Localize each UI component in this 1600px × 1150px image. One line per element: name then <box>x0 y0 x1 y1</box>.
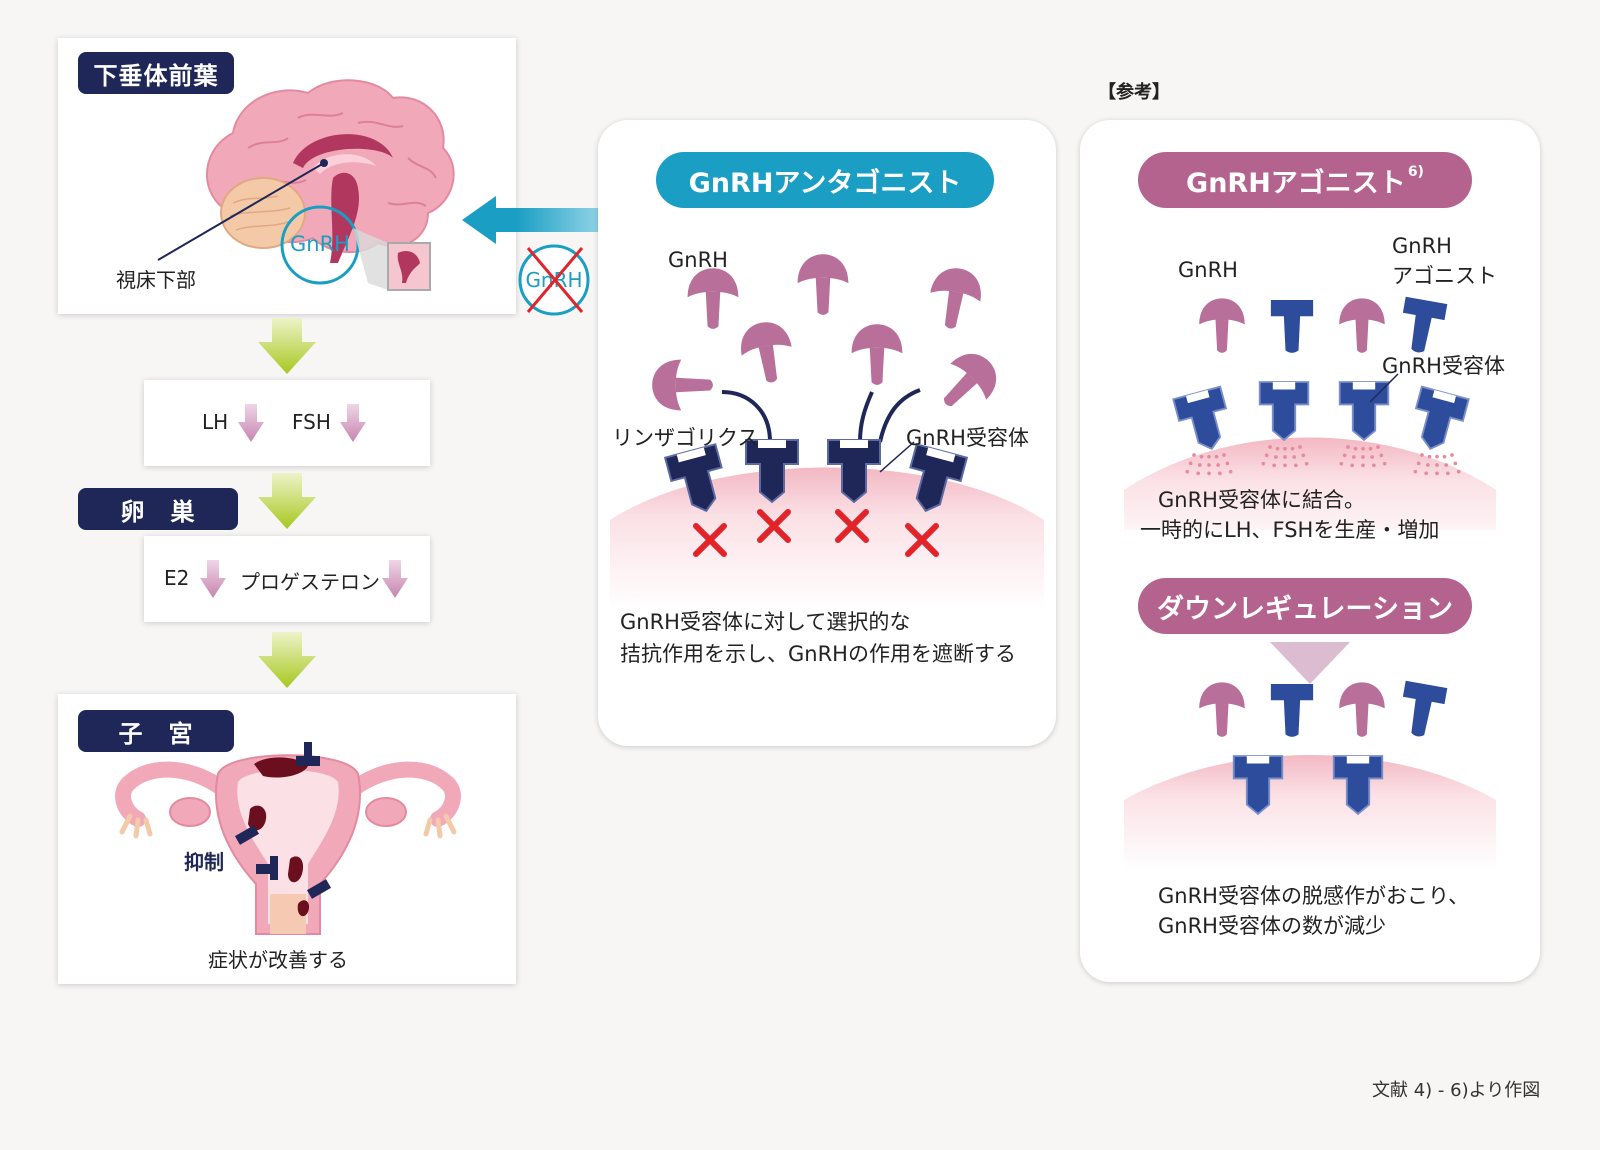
lh-label: LH <box>202 410 229 434</box>
gnrh-circle-label: GnRH <box>290 232 350 256</box>
linzagolix-label: リンザゴリクス <box>612 426 759 450</box>
downregulation-arrow <box>1270 642 1350 684</box>
uterus-result: 症状が改善する <box>208 948 348 972</box>
e2-progesterone-card: E2 プロゲステロン <box>144 536 430 622</box>
inhibit-label: 抑制 <box>184 850 224 874</box>
source-note: 文献 4) - 6)より作図 <box>1372 1080 1541 1101</box>
lh-down-arrow <box>238 404 264 442</box>
antagonist-gnrh-label: GnRH <box>668 248 728 272</box>
agonist-bind-line1: GnRH受容体に結合。 <box>1158 488 1365 512</box>
blocked-gnrh-badge: GnRH <box>516 242 592 318</box>
green-arrow-1 <box>258 318 316 374</box>
agonist-label-line1: GnRH <box>1392 234 1452 258</box>
agonist-binding-illustration <box>1124 296 1496 530</box>
e2-label: E2 <box>164 566 190 590</box>
pituitary-tag: 下垂体前葉 <box>78 52 234 94</box>
downregulation-title: ダウンレギュレーション <box>1138 578 1472 634</box>
uterus-card: 子 宮 抑制 症状が改善する <box>58 694 516 984</box>
antagonist-desc-line1: GnRH受容体に対して選択的な <box>620 610 911 634</box>
agonist-title-text: GnRHアゴニスト <box>1186 167 1406 199</box>
fsh-down-arrow <box>340 404 366 442</box>
antagonist-card: GnRHアンタゴニスト GnRH リンザゴリクス GnRH受容体 GnRH受容体… <box>598 120 1056 746</box>
pituitary-card: 下垂体前葉 GnRH 視床下部 <box>58 38 516 314</box>
antagonist-receptor-label: GnRH受容体 <box>906 426 1029 450</box>
green-arrow-2 <box>258 473 316 529</box>
lh-fsh-card: LH FSH <box>144 380 430 466</box>
hypothalamus-label: 視床下部 <box>116 268 196 292</box>
antagonist-title: GnRHアンタゴニスト <box>656 152 994 208</box>
ovary-tag: 卵 巣 <box>78 488 238 530</box>
green-arrow-3 <box>258 632 316 688</box>
downregulation-illustration <box>1124 680 1496 870</box>
uterus-tag: 子 宮 <box>78 710 234 752</box>
agonist-receptor-label: GnRH受容体 <box>1382 354 1505 378</box>
agonist-bind-line2: 一時的にLH、FSHを生産・増加 <box>1140 518 1440 542</box>
progesterone-label: プロゲステロン <box>240 570 380 594</box>
agonist-gnrh-label: GnRH <box>1178 258 1238 282</box>
fsh-label: FSH <box>292 410 331 434</box>
agonist-title-ref: 6) <box>1407 164 1424 180</box>
antagonist-mechanism-illustration <box>610 254 1044 610</box>
agonist-result-line2: GnRH受容体の数が減少 <box>1158 914 1386 938</box>
progesterone-down-arrow <box>382 560 408 598</box>
agonist-result-line1: GnRH受容体の脱感作がおこり、 <box>1158 884 1470 908</box>
antagonist-blue-arrow <box>462 196 598 244</box>
uterus-illustration <box>115 742 461 935</box>
e2-down-arrow <box>200 560 226 598</box>
brain-illustration <box>157 79 455 291</box>
agonist-label-line2: アゴニスト <box>1392 264 1497 288</box>
reference-bracket-label: 【参考】 <box>1098 82 1170 103</box>
antagonist-desc-line2: 拮抗作用を示し、GnRHの作用を遮断する <box>620 642 1016 666</box>
